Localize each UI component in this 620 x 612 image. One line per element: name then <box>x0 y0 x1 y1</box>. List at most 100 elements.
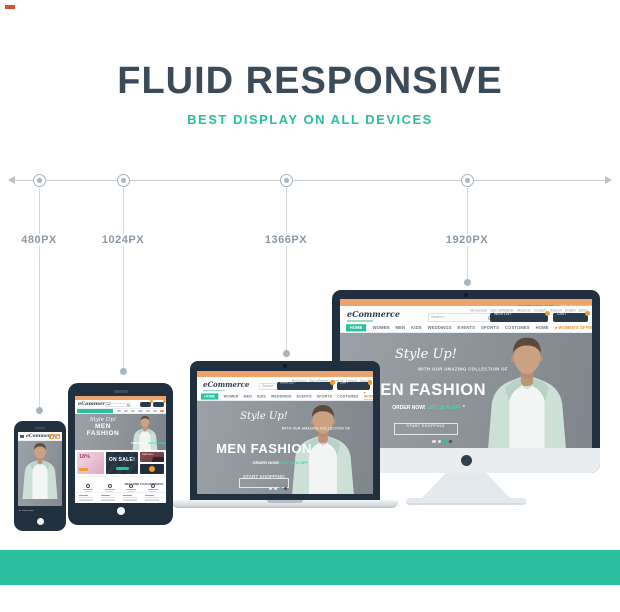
nav-item-sports[interactable]: SPORTS <box>316 394 333 399</box>
link-language[interactable]: English <box>565 308 576 313</box>
link-contacts[interactable]: Contacts <box>346 378 358 382</box>
promo-tile-shoes[interactable]: SAVE 50% <box>140 452 164 462</box>
wishlist-icon[interactable] <box>49 434 54 439</box>
photo-tag[interactable]: SHOP NOW <box>18 506 62 511</box>
monitor-site-nav: HOME WOMEN MEN KIDS WEDDINGS EVENTS SPOR… <box>340 323 592 333</box>
nav-item[interactable] <box>138 410 143 412</box>
link-contacts[interactable]: Contacts <box>534 308 548 313</box>
tablet-promo-tiles: 18% ON SALE! SAVE 50% <box>75 450 166 476</box>
account-links: My Account Sign In/Register About Us Con… <box>290 378 370 383</box>
hero-kicker: WITH OUR AMAZING COLLECTION OF <box>418 367 508 372</box>
search-icon[interactable] <box>127 404 129 406</box>
nav-item-kids[interactable]: KIDS <box>256 394 266 399</box>
link-my-account[interactable]: My Account <box>470 308 488 313</box>
home-button[interactable] <box>116 507 125 515</box>
cart-button[interactable]: CART 3 <box>552 309 590 322</box>
promo-tile-badge[interactable] <box>140 464 164 474</box>
nav-item-women[interactable]: WOMEN <box>372 325 390 331</box>
hero-order-line: ORDER NOW! GET 15 % OFF * <box>392 405 465 411</box>
link-support[interactable]: Support <box>360 378 370 382</box>
hero-kicker: WITH OUR AMAZING COLLECTION OF <box>281 427 351 431</box>
nav-item[interactable] <box>131 410 136 412</box>
hero-script-text: Style Up! <box>89 417 117 423</box>
link-my-account[interactable]: My Account <box>292 378 307 382</box>
link-sign-in[interactable]: Sign In/Register <box>490 308 515 313</box>
monitor-site-topbar: DON'T MISS OUT!15% DISCOUNT ON NEW ARRIV… <box>340 299 592 306</box>
site-logo[interactable]: eCommerce <box>347 309 400 319</box>
carousel-dots[interactable] <box>432 439 452 443</box>
link-support[interactable]: Support <box>550 308 562 313</box>
start-shopping-button[interactable]: START SHOPPING <box>239 474 289 488</box>
hero-order-line: ORDER NOW! GET 15 % OFF <box>130 442 166 445</box>
cart-button[interactable]: CART <box>336 380 372 390</box>
nav-item[interactable] <box>145 410 150 412</box>
footer-column <box>123 495 140 501</box>
nav-item-men[interactable]: MEN <box>243 394 252 399</box>
carousel-dots[interactable] <box>269 487 287 490</box>
link-about-us[interactable]: About Us <box>517 308 531 313</box>
promo-button[interactable] <box>79 468 88 471</box>
search-input[interactable] <box>105 402 131 407</box>
start-shopping-label: START SHOPPING <box>243 474 285 480</box>
feature-item <box>144 484 162 493</box>
nav-item-events[interactable]: EVENTS <box>457 325 476 331</box>
tablet-screen: DON'T MISS OUT!15% DISCOUNT ON NEW ARRIV… <box>75 396 166 503</box>
footer-column <box>101 495 118 501</box>
feature-item <box>79 484 97 493</box>
nav-item-home[interactable]: HOME <box>346 324 367 332</box>
nav-item[interactable] <box>123 410 129 412</box>
site-logo[interactable]: eCommerce <box>203 379 250 389</box>
timeline-drop-480 <box>38 188 40 407</box>
start-shopping-button[interactable]: START SHOPPING <box>394 423 458 435</box>
wishlist-button[interactable]: WISH LIST 2 <box>489 309 550 322</box>
menu-icon[interactable] <box>20 435 24 438</box>
timeline-label-1024: 1024PX <box>98 234 148 246</box>
site-logo[interactable]: eCommerce <box>26 433 56 439</box>
monitor-stand <box>422 473 510 498</box>
nav-item-kids[interactable]: KIDS <box>411 325 422 331</box>
timeline-enddot-1920 <box>463 279 471 286</box>
nav-item-men[interactable]: MEN <box>395 325 406 331</box>
wishlist-label: WISH LIST <box>279 380 295 384</box>
nav-item[interactable] <box>116 410 121 412</box>
nav-item-women[interactable]: WOMEN <box>223 394 239 399</box>
cart-button[interactable] <box>153 400 166 407</box>
wishlist-button[interactable] <box>140 400 153 407</box>
hero-title: MEN FASHION <box>86 423 120 437</box>
nav-item-womens-offer[interactable]: WOMEN'S OFFER <box>364 392 373 400</box>
link-sign-in[interactable]: Sign In/Register <box>309 378 330 382</box>
timeline-drop-1920 <box>466 188 468 279</box>
phone-site-header: eCommerce <box>18 432 62 441</box>
nav-item-sports[interactable]: SPORTS <box>480 325 500 331</box>
link-about-us[interactable]: About Us <box>332 378 344 382</box>
hero-order-line: ORDER NOW! GET 15 % OFF * <box>252 461 311 466</box>
home-button[interactable] <box>36 518 44 525</box>
nav-item-events[interactable]: EVENTS <box>296 394 312 399</box>
nav-item-home[interactable]: HOME <box>77 409 113 413</box>
nav-item-costumes[interactable]: COSTUMES <box>337 394 359 399</box>
timeline-marker-480 <box>32 174 46 187</box>
hero-title: MEN FASHION <box>365 381 487 399</box>
nav-item-home[interactable]: HOME <box>201 393 219 400</box>
shop-now-button[interactable] <box>115 466 129 470</box>
nav-item-weddings[interactable]: WEDDINGS <box>270 394 292 399</box>
site-logo[interactable]: eCommerce <box>78 401 112 407</box>
laptop-hero-slide: Style Up! WITH OUR AMAZING COLLECTION OF… <box>197 401 373 494</box>
search-input[interactable]: Search... <box>428 313 496 322</box>
nav-item-weddings[interactable]: WEDDINGS <box>427 325 452 331</box>
nav-item[interactable] <box>152 410 158 412</box>
timeline-label-1920: 1920PX <box>442 234 492 246</box>
nav-item-home2[interactable]: HOME <box>535 325 549 331</box>
promo-label: DON'T MISS OUT! <box>518 305 554 306</box>
search-placeholder: Search... <box>262 383 277 388</box>
nav-item-costumes[interactable]: COSTUMES <box>504 325 530 331</box>
tablet-site-header: eCommerce <box>75 400 166 409</box>
wishlist-button[interactable]: WISH LIST <box>276 380 335 390</box>
promo-tile-discount[interactable]: 18% <box>77 452 104 474</box>
discount-label: 18% <box>79 454 91 460</box>
link-currency[interactable]: $USD <box>579 308 588 313</box>
nav-item-womens-offer[interactable]: WOMEN'S OFFER <box>555 326 592 331</box>
promo-tile-sale[interactable]: ON SALE! <box>106 452 138 474</box>
nav-item-womens-offer[interactable] <box>160 410 165 412</box>
cart-icon[interactable] <box>55 434 60 439</box>
